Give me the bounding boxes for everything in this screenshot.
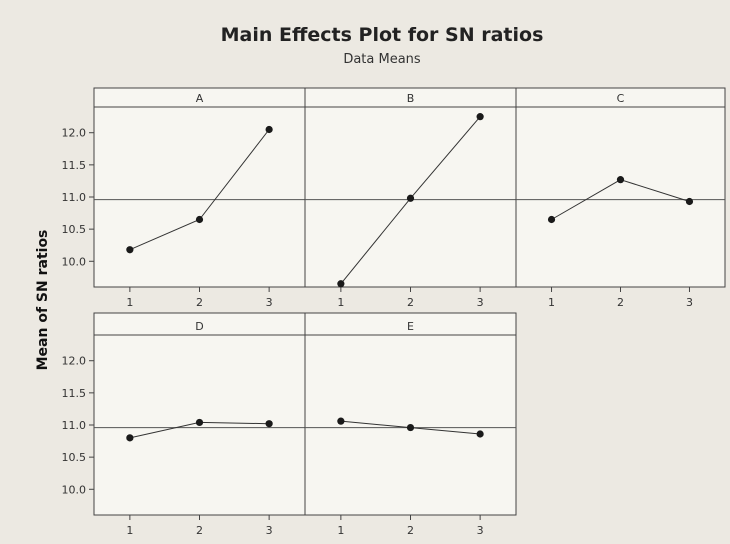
panel-c-x-tick-label: 3 <box>686 296 693 309</box>
panel-c-data-point <box>685 197 694 206</box>
panel-d-x-tick-label: 2 <box>196 524 203 537</box>
y-tick-label: 11.5 <box>62 387 87 400</box>
panel-e-x-tick-label: 3 <box>477 524 484 537</box>
panel-c-x-tick-label: 1 <box>548 296 555 309</box>
panel-b-data-point <box>337 280 345 288</box>
panel-e-x-tick-label: 2 <box>407 524 414 537</box>
panel-e-strip <box>304 312 517 336</box>
chart-title: Main Effects Plot for SN ratios <box>221 24 544 46</box>
panel-c-x-tick-label: 2 <box>617 296 624 309</box>
y-tick-label: 10.5 <box>62 451 87 464</box>
panel-c-data-point <box>616 176 625 184</box>
panel-d-x-tick-label: 3 <box>266 524 273 537</box>
panel-a-x-tick-label: 1 <box>126 296 133 309</box>
panel-a-data-point <box>265 125 273 134</box>
panel-a-data-point <box>126 246 134 254</box>
panel-a-x-tick-label: 2 <box>196 296 203 309</box>
panel-d-data-point <box>195 418 204 427</box>
panel-b-x-tick-label: 2 <box>407 296 414 309</box>
panel-e-data-point <box>476 430 484 438</box>
panel-c-plot-area <box>515 106 726 288</box>
panel-e-data-point <box>337 417 345 425</box>
panel-d-strip-label: D <box>195 320 203 333</box>
y-tick-label: 10.0 <box>62 483 87 496</box>
panel-b-data-point <box>476 113 484 121</box>
panel-b-x-tick-label: 3 <box>477 296 484 309</box>
panel-b-x-tick-label: 1 <box>337 296 344 309</box>
panel-a-x-tick-label: 3 <box>266 296 273 309</box>
panel-a-strip-label: A <box>196 92 204 105</box>
y-tick-label: 11.5 <box>62 159 87 172</box>
panel-e-strip-label: E <box>407 320 414 333</box>
y-tick-label: 12.0 <box>62 355 87 368</box>
panel-c-strip-label: C <box>617 92 625 105</box>
panel-d-data-point <box>126 434 134 442</box>
y-tick-label: 11.0 <box>62 191 87 204</box>
y-tick-label: 12.0 <box>62 127 87 140</box>
panel-c-strip <box>515 87 726 108</box>
panel-a-plot-area <box>93 106 306 288</box>
panel-d-data-point <box>265 420 273 428</box>
y-tick-label: 11.0 <box>62 419 87 432</box>
y-tick-label: 10.5 <box>62 223 87 236</box>
panel-c-data-point <box>547 215 556 224</box>
y-tick-label: 10.0 <box>62 255 87 268</box>
panel-a-data-point <box>195 215 204 224</box>
panel-b-data-point <box>406 194 415 202</box>
panel-b-strip-label: B <box>407 92 415 105</box>
panel-d-x-tick-label: 1 <box>126 524 133 537</box>
chart-subtitle: Data Means <box>343 52 421 67</box>
panel-e-data-point <box>406 423 415 432</box>
y-axis-label: Mean of SN ratios <box>35 230 51 371</box>
panel-e-x-tick-label: 1 <box>337 524 344 537</box>
